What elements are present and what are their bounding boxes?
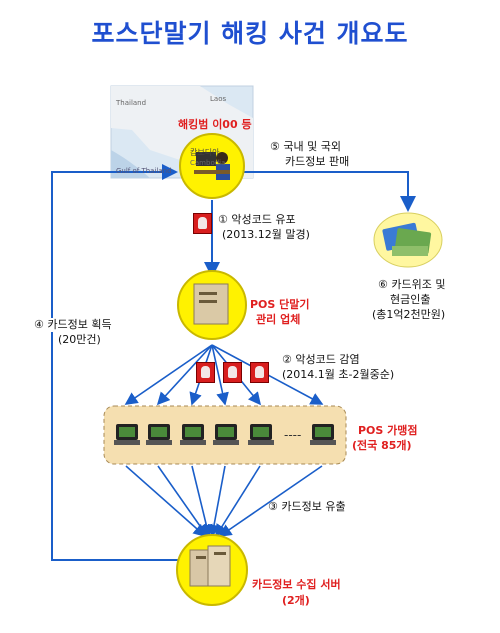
- map-label-cambodia-en: Cambodia: [190, 159, 226, 167]
- malware-icon: [250, 362, 269, 383]
- hacker-label: 해킹범 이00 등: [178, 118, 252, 131]
- arrows-malware-infect: [124, 344, 324, 406]
- hacker-image: [179, 133, 245, 199]
- arrows-card-leak: [125, 465, 323, 538]
- step1-text: 악성코드 유포: [231, 213, 296, 226]
- step5-num: ⑤: [270, 140, 280, 153]
- arrow-card-acquire: [51, 164, 180, 561]
- map-label-gulf: Gulf of Thailand: [116, 167, 172, 175]
- step6-sub2: (총1억2천만원): [372, 308, 446, 321]
- step2-num: ②: [282, 353, 292, 366]
- vendor-image: [177, 270, 247, 340]
- pos-vendor-line1: POS 단말기: [250, 298, 310, 311]
- step4-text: 카드정보 획득: [47, 318, 112, 331]
- diagram-title: 포스단말기 해킹 사건 개요도: [91, 19, 409, 48]
- step1-num: ①: [218, 213, 228, 226]
- cash-image: [373, 212, 443, 268]
- step5-text: 국내 및 국외: [283, 140, 341, 153]
- step3-num: ③: [268, 500, 278, 513]
- step2-text: 악성코드 감염: [295, 353, 360, 366]
- step4-sub: (20만건): [58, 333, 101, 347]
- pos-stores-line1: POS 가맹점: [358, 424, 418, 437]
- server-line1: 카드정보 수집 서버: [252, 578, 341, 591]
- map-label-laos: Laos: [210, 95, 227, 103]
- pos-stores-line2: (전국 85개): [352, 439, 412, 452]
- step5-sub: 카드정보 판매: [285, 155, 350, 168]
- pos-terminals: [114, 424, 336, 445]
- malware-icon: [196, 362, 215, 383]
- pos-vendor-line2: 관리 업체: [256, 313, 301, 326]
- step6-sub: 현금인출: [390, 293, 431, 306]
- malware-icon: [223, 362, 242, 383]
- step4-num: ④: [34, 318, 44, 331]
- step2-sub: (2014.1월 초-2월중순): [282, 368, 395, 381]
- step1-label: ① 악성코드 유포: [218, 213, 296, 227]
- map-label-cambodia: 캄보디아: [190, 148, 220, 157]
- step3-label: ③ 카드정보 유출: [268, 500, 346, 514]
- malware-icon: [193, 213, 212, 234]
- step6-num: ⑥: [378, 278, 388, 291]
- arrow-sell: [240, 171, 416, 212]
- step5-label: ⑤ 국내 및 국외: [270, 140, 341, 154]
- map-label-thailand: Thailand: [116, 99, 147, 107]
- server-line2: (2개): [282, 594, 310, 607]
- step6-label: ⑥ 카드위조 및: [378, 278, 445, 292]
- step1-sub: (2013.12월 말경): [222, 228, 310, 241]
- step6-text: 카드위조 및: [391, 278, 446, 291]
- pos-dashes: ----: [284, 428, 301, 442]
- step2-label: ② 악성코드 감염: [282, 353, 360, 367]
- step4-label: ④ 카드정보 획득: [34, 318, 112, 332]
- server-image: [176, 534, 248, 606]
- step3-text: 카드정보 유출: [281, 500, 346, 513]
